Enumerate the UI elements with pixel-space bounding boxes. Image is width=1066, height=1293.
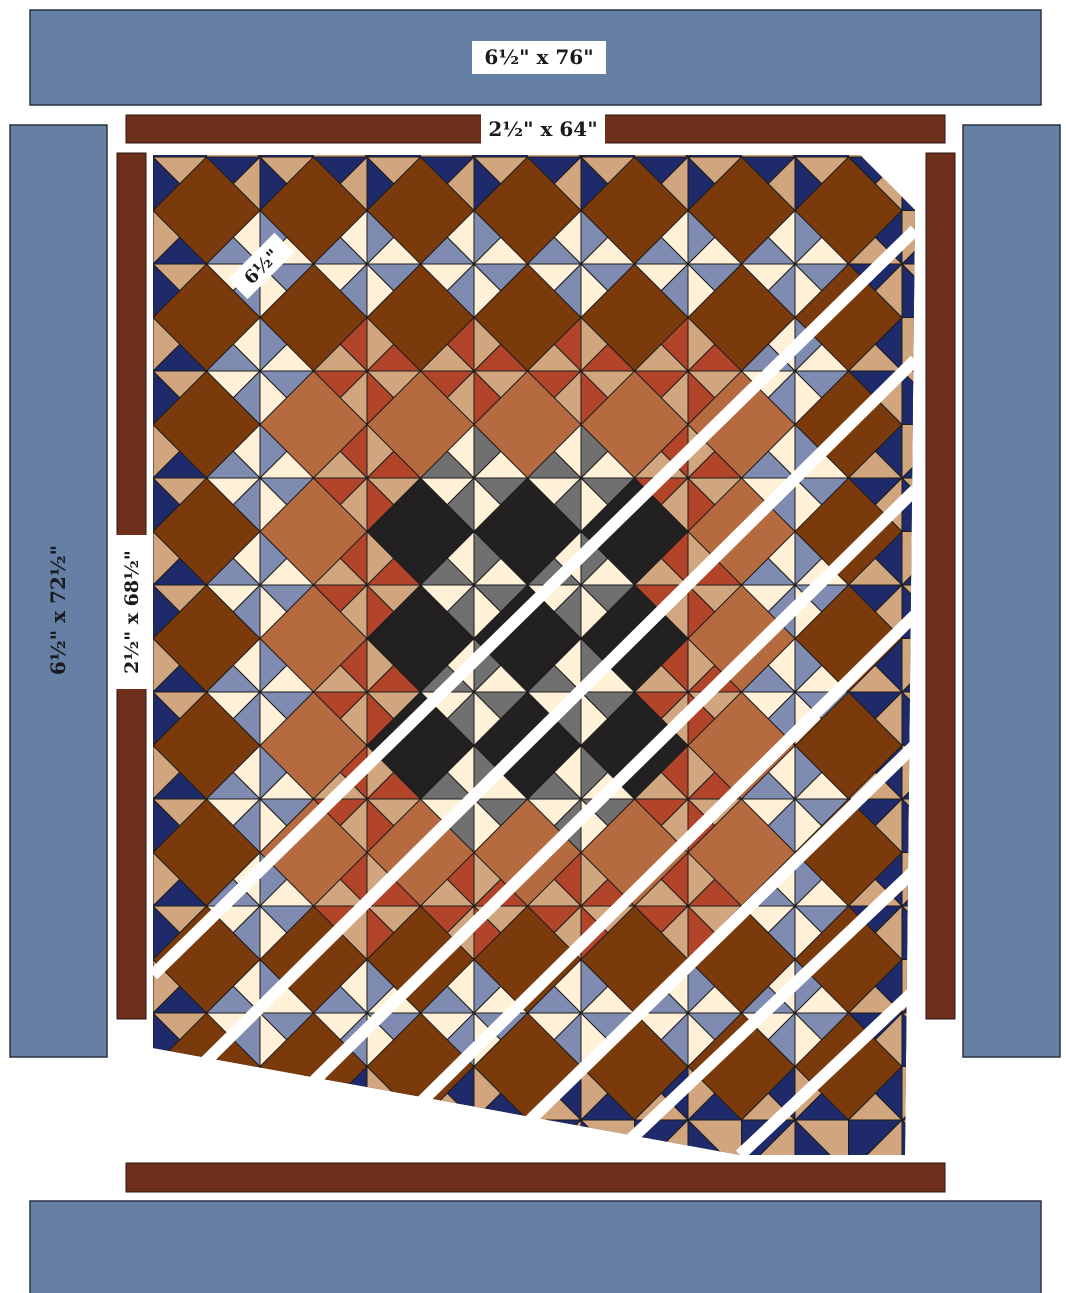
hst-piece	[153, 1067, 207, 1121]
bottom-outer-border	[30, 1201, 1041, 1293]
left-sashing-label-text: 2½" x 68½"	[121, 550, 143, 674]
right-outer-border	[963, 125, 1060, 1057]
top-border-label: 6½" x 76"	[472, 41, 606, 74]
pinwheel-block	[207, 1067, 314, 1174]
hst-piece	[902, 1067, 956, 1121]
pinwheel-block	[100, 1067, 207, 1174]
left-sashing-label: 2½" x 68½"	[113, 535, 149, 689]
top-sashing-label-text: 2½" x 64"	[488, 117, 597, 141]
quilt-center	[100, 104, 956, 1174]
right-sashing-strip	[926, 153, 955, 1019]
hst-piece	[902, 1013, 956, 1067]
hst-piece	[153, 1067, 207, 1121]
hst-piece	[207, 1067, 261, 1121]
hst-piece	[100, 1067, 154, 1121]
hst-piece	[100, 1067, 154, 1121]
left-border-label: 6½" x 72½"	[46, 545, 70, 675]
hst-piece	[902, 1013, 956, 1067]
hst-piece	[207, 1067, 261, 1121]
bottom-sashing-strip	[126, 1163, 945, 1192]
top-sashing-label: 2½" x 64"	[481, 112, 605, 146]
top-border-label-text: 6½" x 76"	[484, 45, 593, 69]
left-border-label-text: 6½" x 72½"	[46, 545, 70, 675]
hst-piece	[902, 1067, 956, 1121]
